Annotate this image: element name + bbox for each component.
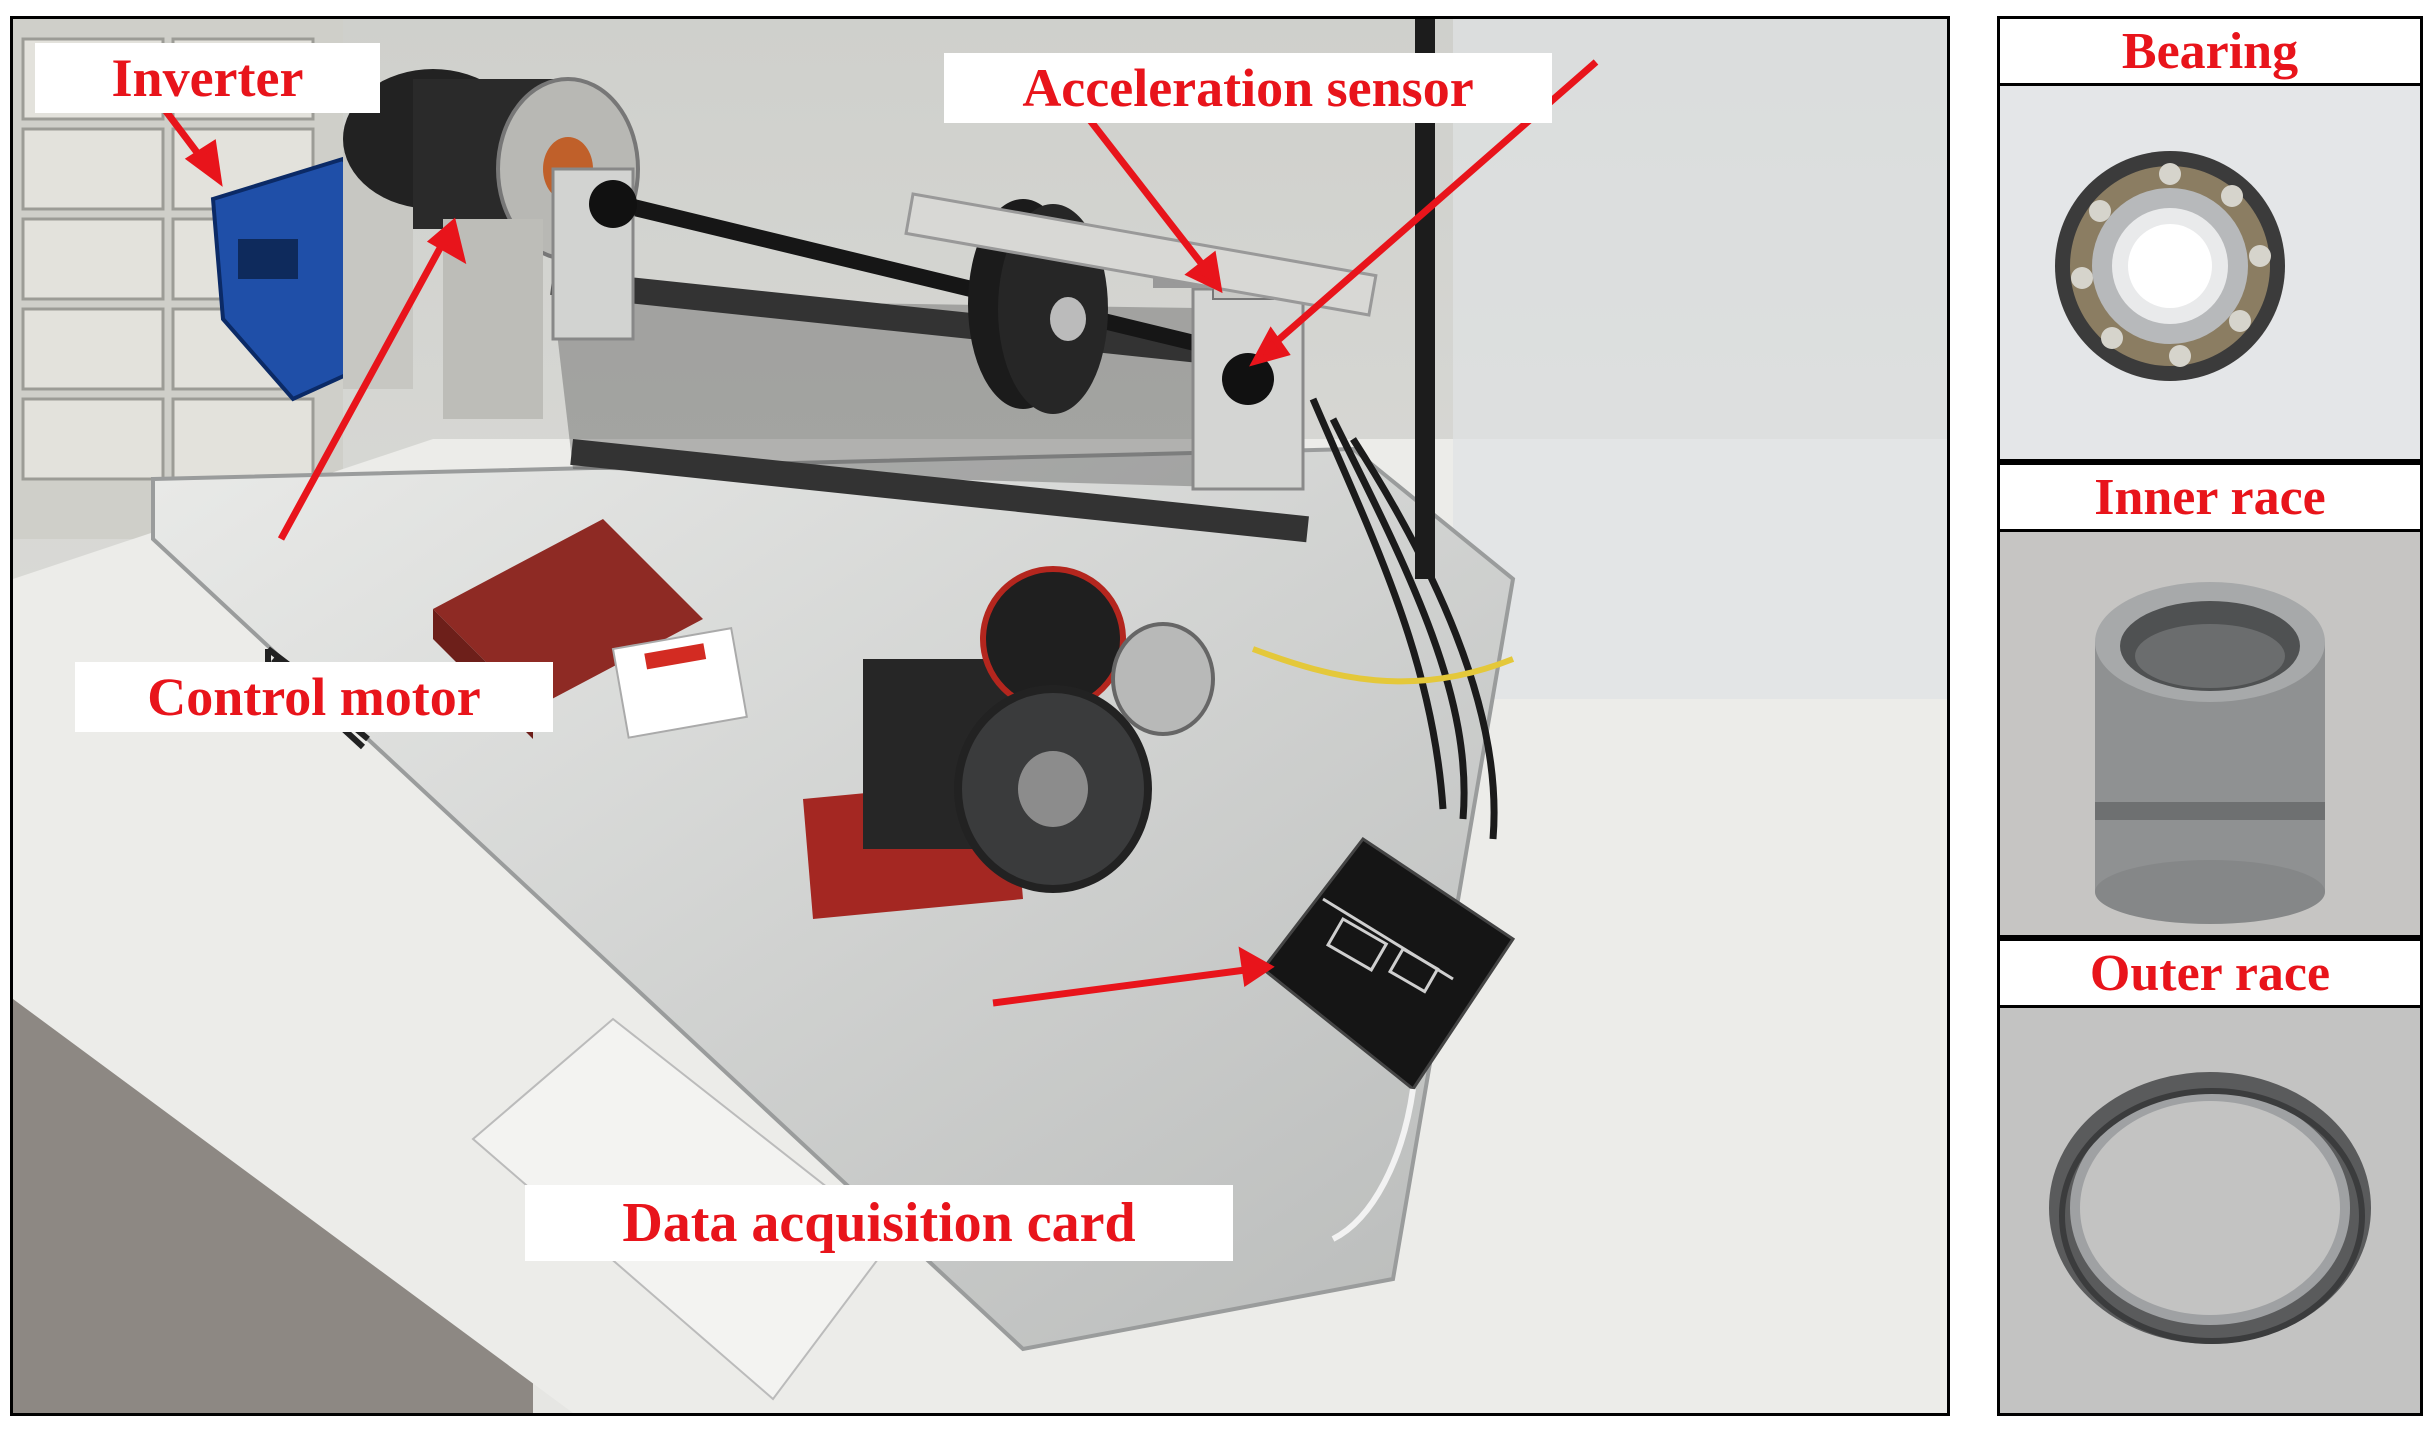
warning-sign [611,627,748,739]
control-motor-label: Control motor [75,662,553,732]
bearing-icon [2000,86,2420,459]
bearing-photo [2000,86,2420,459]
outer-race-photo [2000,1008,2420,1413]
outer-race-icon [2000,1008,2420,1413]
outer-race-title: Outer race [2000,941,2420,1008]
inner-race-icon [2000,532,2420,935]
inverter-icon [210,129,413,402]
data-acquisition-card-label: Data acquisition card [525,1185,1233,1261]
bearing-panel: Bearing [1997,16,2423,462]
bearing-title: Bearing [2000,19,2420,86]
acceleration-sensor-label: Acceleration sensor [944,53,1552,123]
outer-race-panel: Outer race [1997,938,2423,1416]
inner-race-title: Inner race [2000,465,2420,532]
sensor-icon [1153,258,1305,491]
daq-card-icon [1260,836,1516,1242]
inner-race-panel: Inner race [1997,462,2423,938]
shaft-frame [550,269,1309,543]
gearbox-icon [803,566,1215,919]
inverter-label: Inverter [35,43,380,113]
inner-race-photo [2000,532,2420,935]
